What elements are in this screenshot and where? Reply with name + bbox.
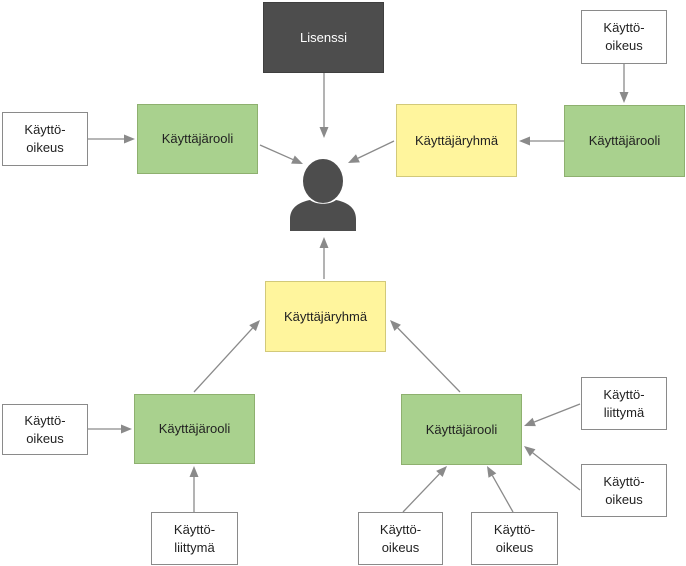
role-bottom-right-to-group-bottom-arrow [390, 320, 461, 393]
role-bottom-left-to-group-bottom-head [249, 320, 260, 332]
right-permission-node: Käyttö- oikeus [581, 464, 667, 517]
group-top-to-user-head [348, 154, 360, 163]
role-bottom-right-to-group-bottom-head [390, 320, 401, 332]
right-top-permission-to-role-top-right-arrow [619, 64, 629, 103]
right-interface-to-role-bottom-right-line [534, 403, 581, 423]
bottom-mid-permission-1-to-role-bottom-right-line [402, 473, 440, 513]
bottom-left-interface-label: Käyttö- liittymä [173, 521, 216, 555]
role-top-right-to-group-top-arrow [519, 136, 564, 146]
bottom-mid-permission-1-node: Käyttö- oikeus [358, 512, 443, 565]
role-top-left-node: Käyttäjärooli [137, 104, 258, 174]
group-top-node: Käyttäjäryhmä [396, 104, 517, 177]
user-icon-head [303, 159, 343, 203]
bottom-left-interface-to-role-bottom-left-head [189, 466, 199, 477]
left-bottom-permission-node: Käyttö- oikeus [2, 404, 88, 455]
right-top-permission-node: Käyttö- oikeus [581, 10, 667, 64]
group-bottom-to-user-arrow [319, 237, 329, 279]
left-bottom-permission-to-role-bottom-left-arrow [88, 424, 132, 434]
license-to-user-head [319, 127, 329, 138]
bottom-mid-permission-2-node: Käyttö- oikeus [471, 512, 558, 565]
left-top-permission-to-role-top-left-head [124, 134, 135, 144]
right-top-permission-label: Käyttö- oikeus [603, 20, 645, 53]
role-top-right-node: Käyttäjärooli [564, 105, 685, 177]
role-bottom-right-to-group-bottom-line [397, 327, 461, 393]
role-top-left-to-user-line [259, 144, 294, 161]
right-interface-to-role-bottom-right-arrow [524, 403, 581, 427]
role-bottom-left-to-group-bottom-arrow [193, 320, 260, 393]
bottom-mid-permission-2-to-role-bottom-right-head [487, 466, 497, 478]
role-top-left-to-user-arrow [259, 144, 303, 164]
left-top-permission-node: Käyttö- oikeus [2, 112, 88, 166]
role-bottom-right-label: Käyttäjärooli [425, 421, 498, 437]
role-bottom-left-label: Käyttäjärooli [158, 421, 231, 436]
right-permission-to-role-bottom-right-head [524, 446, 536, 457]
group-top-to-user-line [357, 140, 395, 159]
group-bottom-label: Käyttäjäryhmä [283, 308, 368, 324]
group-top-label: Käyttäjäryhmä [414, 132, 499, 148]
right-top-permission-to-role-top-right-head [619, 92, 629, 103]
right-interface-to-role-bottom-right-head [524, 417, 536, 427]
right-permission-label: Käyttö- oikeus [603, 473, 645, 507]
role-bottom-left-node: Käyttäjärooli [134, 394, 255, 464]
left-top-permission-to-role-top-left-arrow [88, 134, 135, 144]
group-top-to-user-arrow [348, 140, 395, 163]
license-node: Lisenssi [263, 2, 384, 73]
license-to-user-arrow [319, 73, 329, 138]
right-interface-node: Käyttö- liittymä [581, 377, 667, 430]
role-bottom-right-node: Käyttäjärooli [401, 394, 522, 465]
bottom-mid-permission-2-to-role-bottom-right-arrow [487, 466, 514, 513]
group-bottom-to-user-head [319, 237, 329, 248]
user-icon-body [290, 200, 356, 231]
bottom-mid-permission-1-to-role-bottom-right-arrow [402, 466, 447, 513]
role-top-left-to-user-head [291, 155, 303, 164]
role-top-right-to-group-top-head [519, 136, 530, 146]
right-permission-to-role-bottom-right-arrow [524, 446, 581, 491]
role-top-right-label: Käyttäjärooli [588, 133, 661, 148]
left-bottom-permission-label: Käyttö- oikeus [24, 412, 66, 446]
right-permission-to-role-bottom-right-line [532, 452, 581, 491]
role-top-left-label: Käyttäjärooli [161, 131, 234, 146]
bottom-mid-permission-2-to-role-bottom-right-line [491, 475, 514, 513]
group-bottom-node: Käyttäjäryhmä [265, 281, 386, 352]
bottom-mid-permission-1-to-role-bottom-right-head [436, 466, 447, 478]
bottom-mid-permission-2-label: Käyttö- oikeus [493, 521, 536, 555]
role-bottom-left-to-group-bottom-line [193, 327, 254, 393]
bottom-left-interface-to-role-bottom-left-arrow [189, 466, 199, 512]
left-bottom-permission-to-role-bottom-left-head [121, 424, 132, 434]
right-interface-label: Käyttö- liittymä [603, 386, 645, 420]
bottom-left-interface-node: Käyttö- liittymä [151, 512, 238, 565]
bottom-mid-permission-1-label: Käyttö- oikeus [379, 521, 422, 555]
license-label: Lisenssi [300, 29, 347, 45]
left-top-permission-label: Käyttö- oikeus [24, 122, 66, 155]
user-icon [290, 159, 356, 231]
